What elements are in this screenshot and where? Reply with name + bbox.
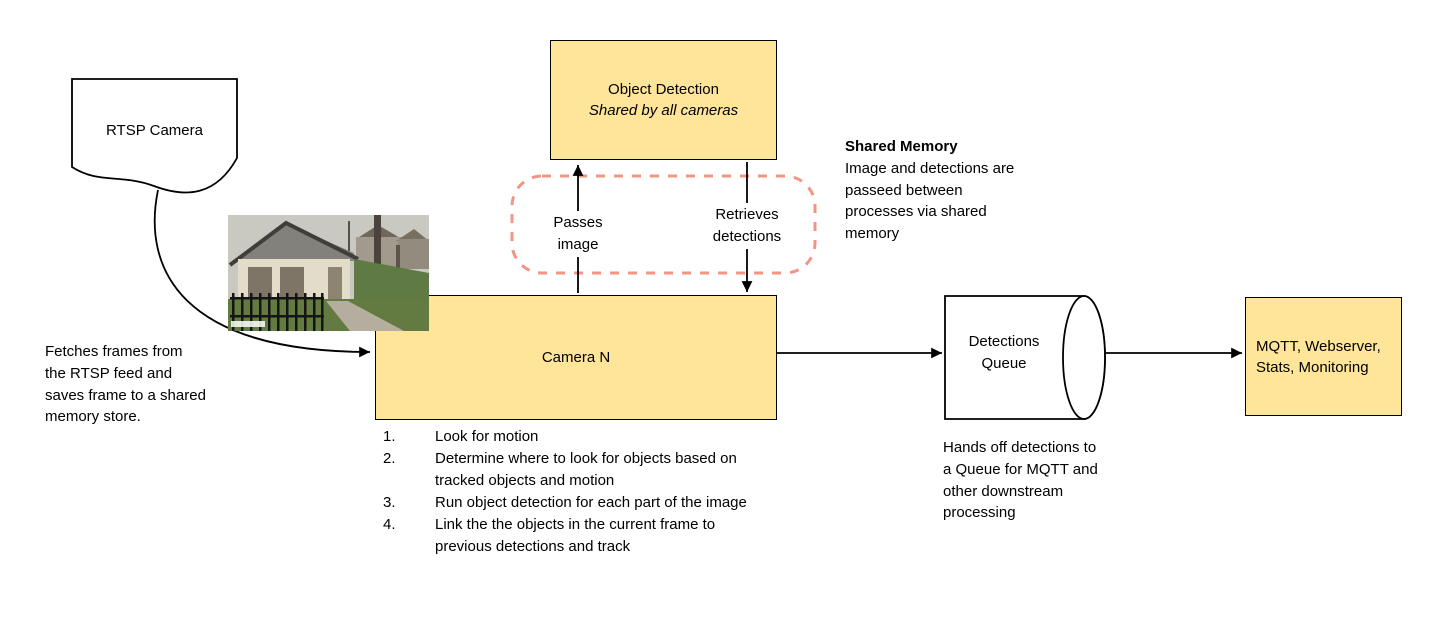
step-text: Link the the objects in the current fram… bbox=[435, 516, 716, 556]
shared-memory-body: Image and detections are passeed between… bbox=[845, 159, 1015, 242]
shared-memory-note: Shared Memory Image and detections are p… bbox=[845, 136, 1035, 245]
object-detection-node: Object Detection Shared by all cameras bbox=[550, 40, 777, 160]
queue-handoff-note: Hands off detections to a Queue for MQTT… bbox=[943, 439, 1098, 522]
outputs-label: MQTT, Webserver, Stats, Monitoring bbox=[1256, 337, 1381, 376]
camera-n-label: Camera N bbox=[541, 349, 611, 366]
step-number: 1. bbox=[383, 428, 396, 445]
camera-n-node: Camera N bbox=[375, 295, 777, 420]
step-number: 4. bbox=[383, 516, 396, 534]
step-number: 3. bbox=[383, 494, 396, 512]
camera-snapshot-image bbox=[228, 215, 429, 331]
detections-queue-label: Detections Queue bbox=[968, 333, 1040, 372]
camera-snapshot bbox=[228, 215, 429, 331]
step-text: Run object detection for each part of th… bbox=[435, 494, 747, 512]
step-text: Determine where to look for objects base… bbox=[435, 450, 737, 490]
camera-steps-list: 1. Look for motion 2. Determine where to… bbox=[383, 426, 749, 558]
retrieves-detections-label: Retrieves detections bbox=[700, 203, 794, 249]
rtsp-camera-label: RTSP Camera bbox=[106, 122, 203, 139]
step-text: Look for motion bbox=[435, 428, 539, 445]
object-detection-subtitle: Shared by all cameras bbox=[588, 102, 739, 119]
object-detection-title: Object Detection bbox=[608, 81, 719, 98]
shared-memory-title: Shared Memory bbox=[845, 138, 958, 155]
object-detection-text: Object Detection Shared by all cameras bbox=[589, 79, 738, 121]
step-number: 2. bbox=[383, 450, 396, 468]
fetch-note: Fetches frames from the RTSP feed and sa… bbox=[45, 343, 206, 426]
outputs-node: MQTT, Webserver, Stats, Monitoring bbox=[1245, 297, 1402, 416]
passes-image-label: Passes image bbox=[538, 211, 618, 257]
